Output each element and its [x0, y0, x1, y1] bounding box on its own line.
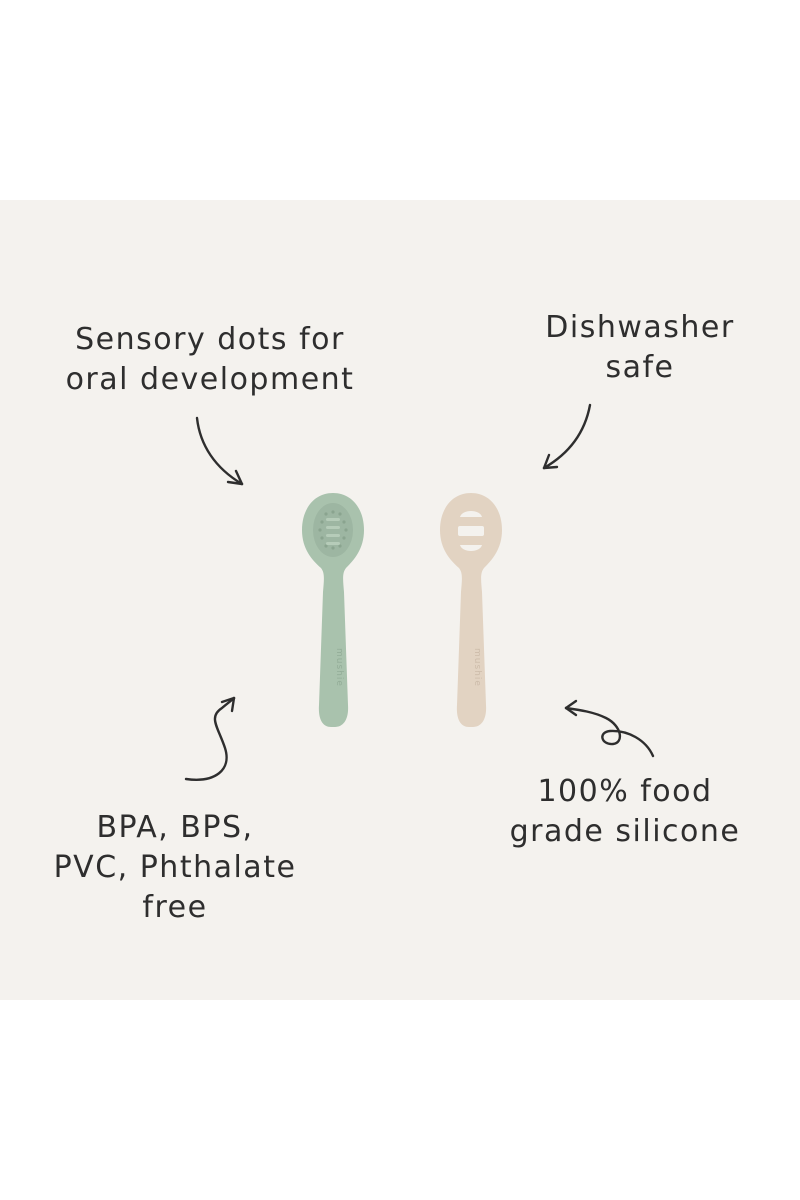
- callout-sensory-line2: oral development: [65, 362, 355, 397]
- callout-bpa-free: BPA, BPS, PVC, Phthalate free: [30, 808, 320, 928]
- callout-food-grade-silicone: 100% food grade silicone: [490, 772, 760, 852]
- callout-sensory-dots: Sensory dots for oral development: [40, 320, 380, 400]
- callout-silicone-line2: grade silicone: [509, 814, 741, 849]
- callout-bpa-line2: PVC, Phthalate: [53, 850, 297, 885]
- spoon-sage-engraving: mushie: [334, 648, 344, 687]
- illustration-layer: mushie mushie: [184, 403, 655, 781]
- arrow-silicone-icon: [564, 699, 655, 758]
- arrow-dishwasher-icon: [542, 403, 592, 470]
- sensory-dots-icon: [318, 510, 348, 550]
- product-infographic-panel: mushie mushie Sensory dots for oral deve…: [0, 200, 800, 1000]
- arrow-sensory-icon: [195, 416, 244, 486]
- callout-dishwasher-line1: Dishwasher: [545, 310, 735, 345]
- spoon-beige-engraving: mushie: [472, 648, 482, 687]
- spoon-beige: mushie: [440, 493, 502, 727]
- callout-bpa-line3: free: [142, 890, 208, 925]
- callout-dishwasher-line2: safe: [605, 350, 675, 385]
- callout-silicone-line1: 100% food: [537, 774, 713, 809]
- spoon-sage: mushie: [302, 493, 364, 727]
- callout-dishwasher-safe: Dishwasher safe: [510, 308, 770, 388]
- callout-sensory-line1: Sensory dots for: [75, 322, 345, 357]
- callout-bpa-line1: BPA, BPS,: [96, 810, 254, 845]
- arrow-bpa-icon: [184, 696, 236, 781]
